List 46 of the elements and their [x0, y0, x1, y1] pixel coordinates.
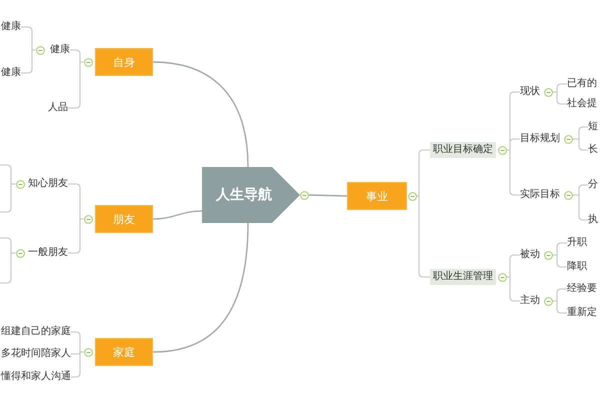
- subtopic-box: 职业目标确定: [430, 142, 496, 158]
- topic-label: 健康: [50, 44, 70, 56]
- topic-label: 已有的: [567, 78, 597, 90]
- topic-label: 组建自己的家庭: [1, 326, 71, 338]
- topic-label: 升职: [567, 237, 587, 249]
- topic-label: 现状: [520, 86, 540, 98]
- topic-label: 健康: [1, 21, 21, 33]
- connector-line: [152, 61, 249, 168]
- central-topic: 人生导航: [202, 167, 300, 223]
- connector-line: [416, 149, 430, 197]
- connector-line: [0, 252, 16, 284]
- topic-box: 家庭: [95, 338, 153, 366]
- subtopic-box: 职业生涯管理: [430, 269, 496, 285]
- topic-label: 人品: [48, 102, 68, 114]
- connector-line: [552, 91, 567, 105]
- topic-label: 经验要: [567, 283, 597, 295]
- topic-label: 实际目标: [520, 189, 560, 201]
- topic-box: 自身: [95, 48, 153, 76]
- topic-box: 事业: [347, 182, 407, 210]
- connector-line: [70, 49, 84, 63]
- topic-label: 目标规划: [520, 133, 560, 145]
- connector-line: [152, 222, 249, 353]
- topic-label: 健康: [1, 67, 21, 79]
- connector-line: [552, 300, 567, 314]
- topic-label: 知心朋友: [28, 178, 68, 190]
- topic-label: 被动: [520, 249, 540, 261]
- topic-label: 社会提: [567, 98, 597, 110]
- connector-line: [152, 210, 202, 220]
- topic-label: 一般朋友: [28, 247, 68, 259]
- topic-label: 多花时间陪家人: [1, 348, 71, 360]
- connector-line: [308, 194, 348, 197]
- topic-label: 短: [588, 121, 598, 133]
- connector-line: [552, 254, 567, 268]
- connector-line: [416, 195, 430, 278]
- topic-box: 朋友: [95, 205, 153, 233]
- topic-label: 执: [588, 214, 598, 226]
- connector-line: [71, 331, 84, 353]
- connector-line: [506, 138, 520, 151]
- topic-label: 主动: [520, 295, 540, 307]
- topic-label: 懂得和家人沟通: [1, 371, 71, 383]
- topic-label: 重新定: [567, 307, 597, 319]
- topic-label: 降职: [567, 261, 587, 273]
- topic-label: 长: [588, 144, 598, 156]
- topic-label: 分: [588, 179, 598, 191]
- connector-line: [572, 138, 588, 151]
- connector-line: [0, 183, 16, 213]
